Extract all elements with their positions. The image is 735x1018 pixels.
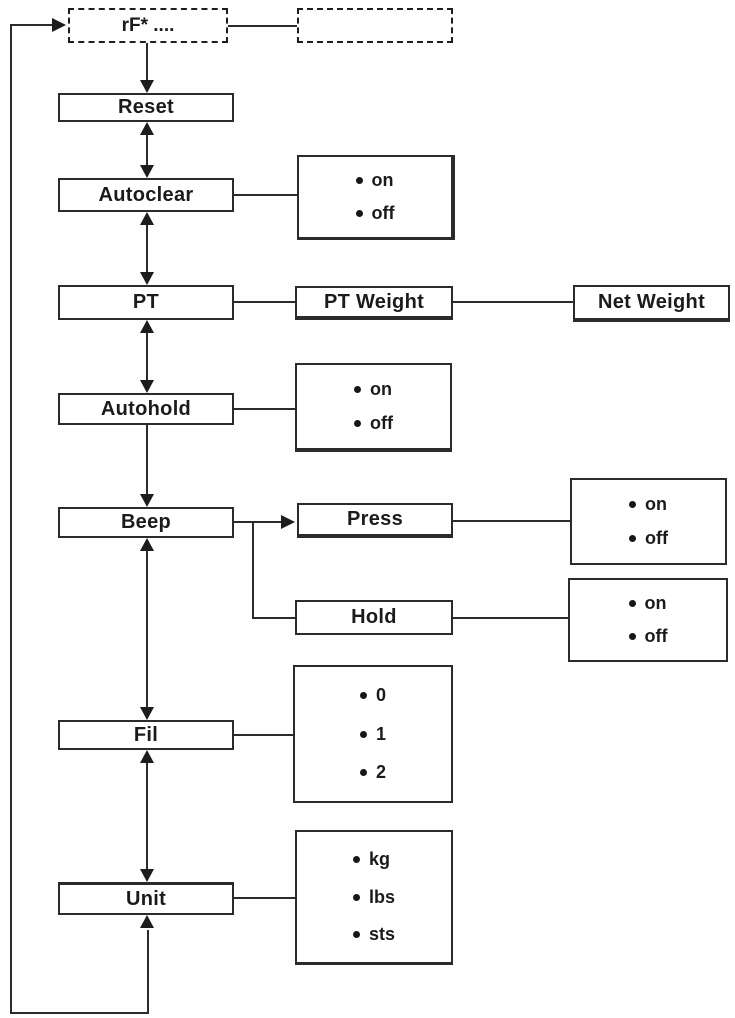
bullet-icon [354,420,361,428]
menu-box-autoclear: Autoclear [58,178,234,212]
arrowhead-up-fil [140,750,154,763]
sub-box-pt-weight: PT Weight [295,286,453,320]
bullet-icon [354,385,361,393]
option-item: 1 [359,723,386,745]
menu-label-autohold: Autohold [100,397,192,420]
bullet-icon [629,500,636,508]
bullet-icon [359,730,367,738]
arrowhead-down-pt [140,272,154,285]
option-label: lbs [368,886,395,907]
option-label: on [644,592,667,613]
menu-box-autohold: Autohold [58,393,234,425]
beep-hold-branch [252,522,295,619]
arrowhead-down-beep [140,494,154,507]
options-box-unit: kg lbs sts [295,830,453,965]
option-item: on [628,592,667,614]
option-item: kg [352,848,390,870]
menu-label-fil: Fil [133,723,159,746]
option-item: off [354,413,393,434]
sub-label-hold: Hold [351,606,397,628]
entry-label: rF* .... [121,14,175,36]
options-list-autohold: on off [354,365,393,448]
options-box-beep-press: on off [570,478,727,565]
options-list-autoclear: on off [355,157,395,237]
arrowhead-down-reset [140,80,154,93]
arrowhead-into-entry [52,18,66,32]
option-label: 1 [375,723,386,744]
bullet-icon [352,893,360,901]
continuation-box [297,8,453,43]
options-list-beep-hold: on off [628,580,668,660]
options-box-autoclear: on off [297,155,455,240]
bullet-icon [629,535,636,543]
bullet-icon [355,210,363,218]
option-item: lbs [352,886,395,908]
option-item: on [354,379,392,400]
options-box-fil: 0 1 2 [293,665,453,803]
bullet-icon [352,855,360,863]
option-item: 0 [359,684,386,706]
sub-box-hold: Hold [295,600,453,635]
sub-box-net-weight: Net Weight [573,285,730,322]
bullet-icon [355,176,363,184]
bullet-icon [359,691,367,699]
arrowheads [52,18,295,928]
arrowhead-up-beep [140,538,154,551]
arrowhead-down-autohold [140,380,154,393]
option-label: on [371,169,394,190]
option-label: 0 [375,684,386,705]
arrowhead-up-reset [140,122,154,135]
arrowhead-into-press [281,515,295,529]
option-label: on [645,493,667,514]
option-label: sts [368,924,395,945]
options-box-autohold: on off [295,363,452,452]
menu-box-unit: Unit [58,882,234,915]
bullet-icon [628,633,636,641]
option-label: off [644,626,668,647]
option-item: off [629,528,668,549]
options-list-fil: 0 1 2 [359,667,386,801]
options-box-beep-hold: on off [568,578,728,662]
arrowhead-up-unit [140,915,154,928]
option-item: off [628,626,668,647]
loop-and-connectors [10,24,573,1014]
bullet-icon [628,599,636,607]
menu-box-beep: Beep [58,507,234,538]
menu-label-autoclear: Autoclear [98,183,194,206]
option-item: sts [352,924,395,945]
options-list-unit: kg lbs sts [352,832,395,962]
arrowhead-down-unit [140,869,154,882]
option-item: 2 [359,762,386,783]
option-label: on [370,378,392,399]
menu-label-beep: Beep [120,511,172,533]
arrowhead-up-pt [140,320,154,333]
sub-label-press: Press [347,508,403,530]
option-item: on [355,169,394,191]
menu-box-fil: Fil [58,720,234,750]
bullet-icon [352,931,360,939]
entry-box: rF* .... [68,8,228,43]
option-label: off [370,413,393,434]
options-list-beep-press: on off [629,480,668,563]
return-loop-line [10,24,149,1014]
sub-box-press: Press [297,503,453,538]
option-label: 2 [375,762,386,783]
menu-box-pt: PT [58,285,234,320]
menu-label-unit: Unit [125,887,167,910]
menu-label-reset: Reset [118,96,174,118]
sub-label-net-weight: Net Weight [597,291,706,313]
bullet-icon [359,769,367,777]
menu-box-reset: Reset [58,93,234,122]
option-item: off [355,203,395,224]
arrowhead-down-fil [140,707,154,720]
option-label: off [645,528,668,549]
arrowhead-up-autoclear [140,212,154,225]
option-item: on [629,494,667,515]
arrowhead-down-autoclear [140,165,154,178]
menu-label-pt: PT [132,291,160,313]
option-label: off [371,203,395,224]
option-label: kg [368,848,390,869]
sub-label-pt-weight: PT Weight [323,290,425,313]
